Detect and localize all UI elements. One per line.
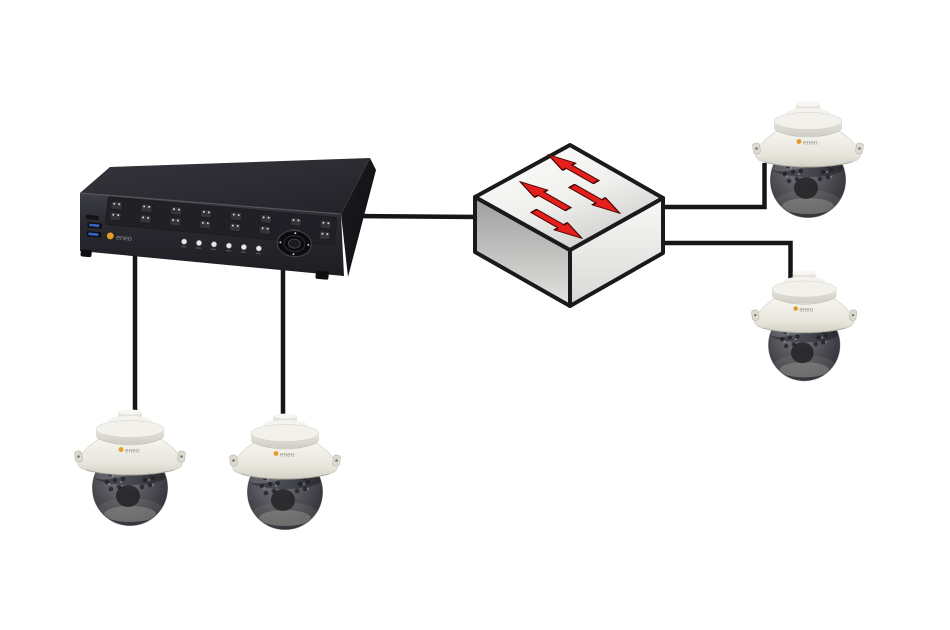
ir-receiver-window: [85, 214, 99, 221]
channel-button: [258, 224, 272, 235]
channel-button: [259, 213, 273, 224]
channel-button: [198, 219, 212, 230]
channel-button: [139, 214, 152, 225]
usb-port-tongue: [89, 223, 100, 228]
channel-button: [228, 222, 242, 233]
switch-top-face: [473, 143, 665, 252]
nvr-brand-logo: eneo: [106, 232, 132, 243]
usb-port-tongue: [88, 232, 99, 237]
cable-nvr-to-switch: [356, 213, 480, 220]
channel-button: [318, 230, 332, 241]
channel-button: [289, 216, 303, 227]
channel-button: [170, 205, 183, 216]
nvr-brand-text: eneo: [116, 234, 132, 242]
dome-camera-4: [751, 271, 857, 381]
channel-button: [229, 211, 243, 222]
nvr-foot: [315, 270, 329, 280]
nvr-top-face: [80, 158, 370, 214]
nvr-device: eneo: [79, 158, 376, 280]
channel-button: [169, 216, 182, 227]
nvr-jog-dial: [276, 229, 312, 258]
channel-button: [140, 203, 153, 214]
network-switch: [473, 143, 665, 308]
channel-button: [199, 208, 213, 219]
cable-switch-to-camera-3: [657, 163, 767, 210]
cables: [132, 163, 793, 420]
dome-camera-3: [752, 102, 863, 218]
nvr-button-panel: [105, 196, 338, 246]
nvr-foot: [80, 249, 92, 258]
dome-camera-2: [229, 414, 340, 530]
channel-button: [110, 200, 123, 211]
channel-button: [319, 219, 333, 230]
channel-button: [109, 211, 122, 222]
nvr-right-face: [341, 158, 376, 277]
dome-camera-1: [74, 410, 185, 526]
cable-switch-to-camera-4: [657, 240, 793, 284]
usb-ports: [85, 221, 103, 239]
